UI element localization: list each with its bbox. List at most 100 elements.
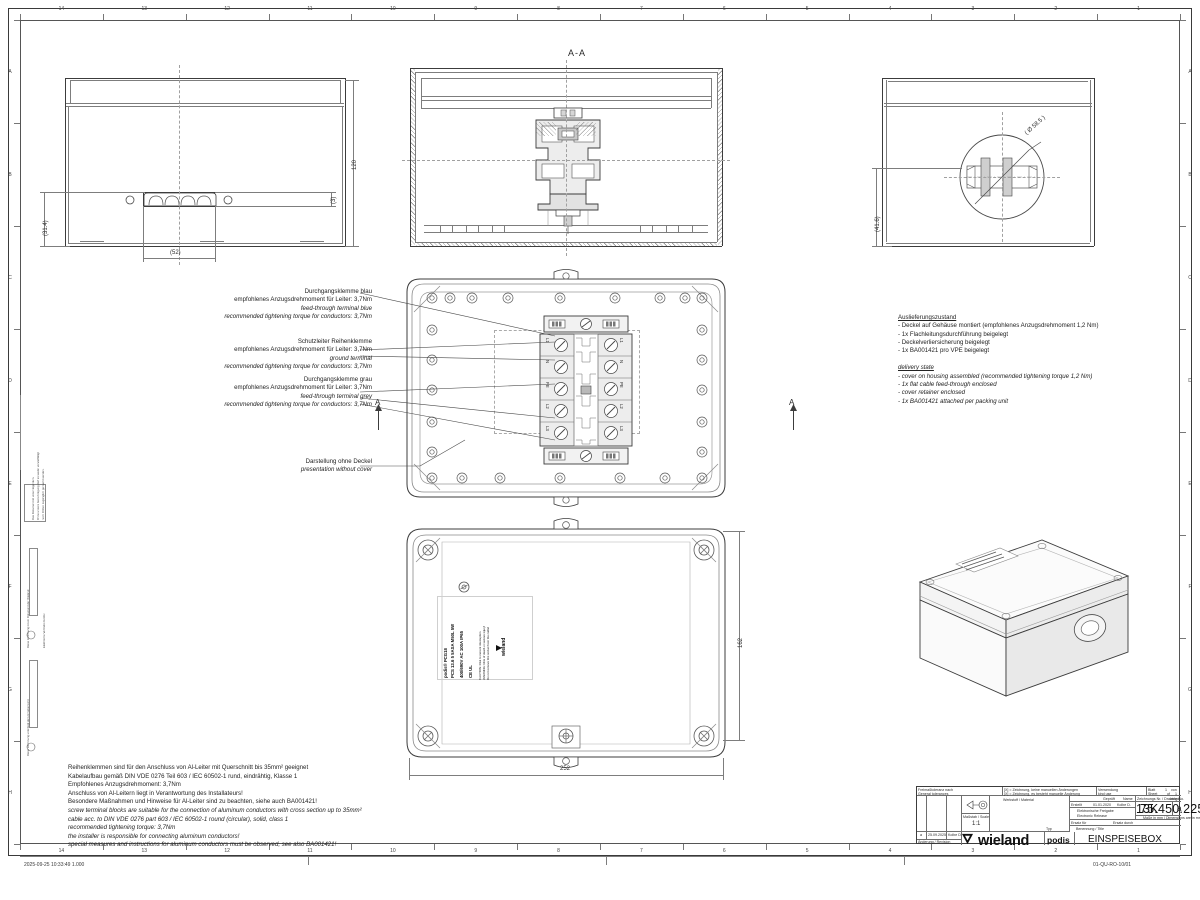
section-arrow-left-label: A [375, 398, 381, 407]
frame-column-number: 8 [557, 6, 560, 12]
tb-tolerancing-de: Freimaßtoleranz nach [918, 787, 953, 792]
product-label-warning-2: Do not remove this socket from the cable… [486, 626, 490, 680]
frame-row-letter: C [8, 274, 12, 281]
frame-tick [848, 844, 850, 850]
annotation-ground-en-1: ground terminal [329, 354, 372, 362]
frame-tick [931, 844, 933, 850]
tb-sheet-total: von [1171, 787, 1177, 792]
frame-tick [14, 432, 20, 433]
frame-column-number: 11 [307, 6, 313, 12]
frame-row-letter: F [8, 583, 12, 590]
tb-material-label: Werkstoff / Material [1003, 798, 1034, 802]
frame-column-number: 5 [805, 6, 809, 12]
frame-row-letter: H [8, 789, 12, 796]
tb-sheet-of: of [1167, 791, 1170, 796]
terminal-label-right-2: PE [619, 382, 624, 388]
frame-column-number: 5 [805, 848, 809, 854]
frame-tick [14, 741, 20, 742]
annotation-blue-de-2: empfohlenes Anzugsdrehmoment für Leiter:… [234, 296, 372, 304]
product-label: podis® PCG18 PCS 13.6 5 5ASA M50L 5W 400… [437, 596, 537, 682]
annotation-blue-en-2: recommended tightening torque for conduc… [224, 312, 372, 320]
tb-rev-name: Kolbe D. [948, 833, 962, 837]
frame-column-number: 12 [224, 848, 230, 854]
tb-index-label: Index [1170, 796, 1179, 801]
frame-tick [185, 844, 187, 850]
frame-column-number: 2 [1054, 6, 1058, 12]
frame-column-number: 6 [722, 848, 726, 854]
frame-tick [1180, 638, 1186, 639]
frame-row-letter: E [8, 480, 12, 487]
terminal-block-section [535, 107, 601, 234]
frame-row-letter: A [1188, 68, 1192, 75]
annotation-blue-terminal: Durchgangsklemme blau empfohlenes Anzugs… [160, 288, 372, 321]
annotation-without-cover-en: presentation without cover [300, 466, 372, 474]
tb-scale-value: 1:1 [972, 821, 981, 827]
terminal-label-right-3: L2 [619, 404, 624, 409]
dim-bottom-width: 252 [560, 766, 571, 772]
terminal-label-right-1: N [619, 360, 624, 364]
delivery-state-item-en-1: - 1x flat cable feed-through enclosed [898, 381, 997, 389]
frame-column-number: 4 [888, 6, 892, 12]
annotation-ground-en-2: recommended tightening torque for conduc… [224, 362, 372, 370]
frame-row-letter: F [1188, 583, 1192, 590]
drawing-number-value: 75.450.2253.1 [1140, 802, 1200, 816]
frame-tick [682, 844, 684, 850]
delivery-state-item-en-2: - cover retainer enclosed [898, 389, 966, 397]
notes-de-1: Kabelaufbau gemäß DIN VDE 0276 Teil 603 … [68, 772, 298, 780]
frame-tick [1180, 14, 1181, 20]
dim-front-height: 120 [352, 159, 358, 170]
annotation-grey-en-1: feed-through terminal grey [300, 392, 372, 400]
section-arrow-right-icon [790, 404, 797, 411]
frame-tick [517, 844, 519, 850]
frame-tick [1180, 329, 1186, 330]
frame-column-number: 8 [557, 848, 560, 854]
drawing-index-value: a [1177, 804, 1182, 813]
annotation-grey-terminal: Durchgangsklemme grau empfohlenes Anzugs… [160, 376, 372, 409]
dim-front-rail-width: (52) [170, 250, 181, 256]
frame-tick [351, 14, 353, 20]
frame-tick [1014, 844, 1016, 850]
left-stamp-copyright-1: Das Dokument ist unser Eigentum. [31, 476, 35, 520]
delivery-state-title-de: Auslieferungszustand [898, 314, 957, 321]
product-label-marks: CE UL [468, 665, 473, 678]
annotation-ground-terminal: Schutzleiter Reihenklemme empfohlenes An… [160, 338, 372, 371]
footer-timestamp: 2025-09-25 10:33:49 1.000 [24, 862, 85, 868]
delivery-state-item-de-0: - Deckel auf Gehäuse montiert (empfohlen… [898, 322, 1099, 330]
frame-tick [1180, 844, 1186, 845]
frame-column-number: 14 [58, 848, 65, 854]
tb-drawing-no-label: Zeichnungs Nr. / Drawing No. [1137, 796, 1184, 801]
frame-column-number: 9 [474, 6, 478, 12]
frame-tick [1180, 535, 1186, 536]
copyright-icon [26, 630, 36, 640]
annotation-leader-lines [359, 292, 556, 467]
annotation-blue-en-1: feed-through terminal blue [300, 304, 372, 312]
tb-rev-index: a [920, 833, 922, 837]
drawing-number-suffix-value: 13K [1136, 802, 1159, 816]
frame-tick [765, 844, 767, 850]
isometric-housing [918, 539, 1130, 697]
tb-scale-label: Maßstab / Scale [963, 815, 989, 819]
sheet-frame-outer [8, 8, 1192, 856]
delivery-state-item-de-3: - 1x BA001421 pro VPE beigelegt [898, 347, 990, 355]
projection-symbol-icon [966, 800, 988, 810]
tb-rev-date: 25.09.2025 [928, 833, 946, 837]
frame-tick [600, 14, 601, 20]
notes-en-1: cable acc. to DIN VDE 0276 part 603 / IE… [68, 815, 289, 823]
frame-row-letter: C [1188, 274, 1192, 281]
frame-row-letter: G [1188, 686, 1192, 693]
frame-tick [1014, 14, 1016, 20]
frame-tick [517, 14, 519, 20]
left-stamp-copyright-3: noch Dritten zugänglich gemacht werden. [41, 468, 45, 520]
frame-tick [20, 844, 21, 850]
tb-rev-header: Änderung / Revision [918, 840, 951, 844]
frame-column-number: 10 [390, 6, 396, 12]
delivery-state-item-en-3: - 1x BA001421 attached per packing unit [898, 397, 1009, 405]
annotation-blue-de-1: Durchgangsklemme blau [304, 288, 372, 295]
frame-row-letter: A [8, 68, 12, 75]
frame-tick [14, 20, 20, 21]
tb-release-en: Electronic Release [1077, 813, 1107, 818]
cover-screw-icon [458, 581, 470, 593]
product-label-line1: podis® PCG18 [443, 648, 448, 678]
frame-tick [434, 844, 436, 850]
